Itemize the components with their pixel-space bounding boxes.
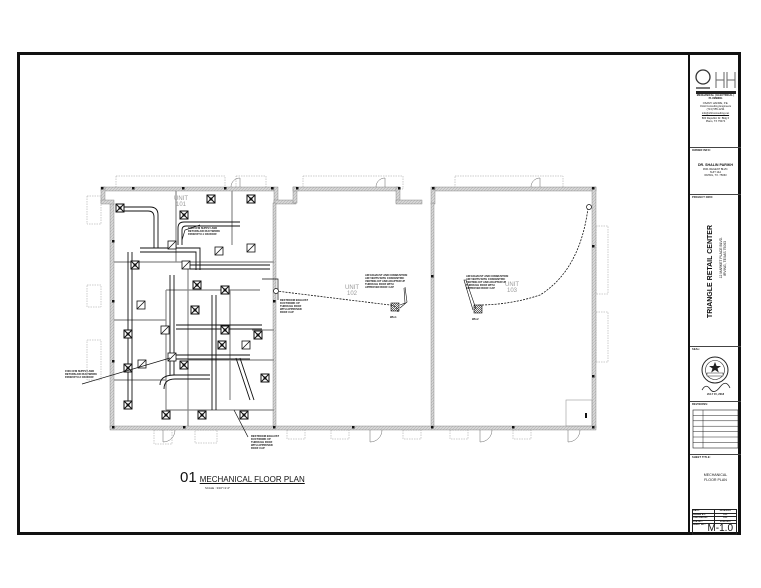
revisions-table	[692, 409, 739, 449]
svg-text:DUCTWORK UP: DUCTWORK UP	[251, 437, 271, 441]
drawn-value: O.H.	[714, 514, 736, 517]
firm-address: 800 Republic Dr. Bldg 6	[701, 116, 730, 120]
sheet-number-label: SHEET NO.:	[693, 524, 706, 526]
firm-engineer: OSAMY HAFIRE, P.E.	[702, 102, 729, 105]
project-label: PROJECT INFO:	[692, 196, 714, 199]
drawn-label: DRAWN BY:	[693, 513, 715, 517]
seal-date: JULY 15, 2018	[706, 393, 725, 396]
drawing-scale: SCALE : 3/16"=1'-0"	[205, 486, 231, 490]
unit-101-label: UNIT	[174, 196, 188, 202]
firm-section: MECHANICAL | ELECTRICAL | PLUMBING OSAMY…	[690, 52, 741, 147]
svg-text:ROOF CAP: ROOF CAP	[251, 446, 265, 450]
svg-text:WH-2: WH-2	[472, 317, 479, 321]
svg-text:THROUGH ROOF WITH: THROUGH ROOF WITH	[365, 282, 394, 286]
sheet-title-section: SHEET TITLE: MECHANICAL FLOOR PLAN	[690, 454, 741, 501]
sheet-info-section: DATE: 02/14/2018 DRAWN BY: O.H. CHECKED …	[690, 501, 741, 535]
revisions-label: REVISIONS:	[692, 403, 708, 406]
svg-text:RESTROOM EXHAUST: RESTROOM EXHAUST	[251, 434, 280, 438]
owner-name: DR. SHALIN PARIKH	[697, 163, 734, 167]
checked-label: CHECKED BY:	[693, 517, 715, 521]
sheet-title-label: SHEET TITLE:	[692, 456, 711, 459]
seal-label: SEAL:	[692, 348, 701, 351]
sheet-title-line2: FLOOR PLAN	[704, 478, 727, 482]
engineer-seal-icon	[701, 356, 731, 392]
svg-text:RETURN AIR DUCTWORK: RETURN AIR DUCTWORK	[188, 229, 220, 233]
svg-text:WITH APPROVED: WITH APPROVED	[251, 443, 273, 447]
firm-city: Plano, TX 75074	[705, 120, 726, 124]
svg-text:THROUGH ROOF: THROUGH ROOF	[251, 440, 273, 444]
unit-103-label: UNIT	[505, 282, 519, 288]
svg-text:DUCTWORK UP: DUCTWORK UP	[280, 301, 300, 305]
svg-text:1500 CFM SUPPLY AND: 1500 CFM SUPPLY AND	[188, 226, 217, 230]
svg-text:1500 CFM SUPPLY AND: 1500 CFM SUPPLY AND	[65, 369, 94, 373]
svg-text:AIR EXHAUST AND COMBUSTION: AIR EXHAUST AND COMBUSTION	[466, 274, 508, 278]
vent-line-103	[477, 207, 589, 306]
svg-text:AIR EXHAUST AND COMBUSTION: AIR EXHAUST AND COMBUSTION	[365, 273, 407, 277]
drawing-number: 01	[180, 469, 197, 486]
firm-disciplines: MECHANICAL | ELECTRICAL | PLUMBING	[696, 94, 735, 101]
drawing-title: 01 MECHANICAL FLOOR PLAN	[180, 470, 305, 485]
job-label: JOB NO.:	[693, 520, 715, 524]
svg-text:APPROVED ROOF CAP: APPROVED ROOF CAP	[365, 285, 394, 289]
svg-text:APPROVED ROOF CAP: APPROVED ROOF CAP	[466, 286, 495, 290]
svg-text:AIR VENTS WITH CONCENTRIC: AIR VENTS WITH CONCENTRIC	[466, 277, 505, 281]
sheet-title-line1: MECHANICAL	[703, 473, 728, 477]
svg-text:WITH APPROVED: WITH APPROVED	[280, 307, 302, 311]
unit-102-label: UNIT	[345, 285, 359, 291]
firm-logo-icon	[695, 69, 736, 94]
svg-text:AIR VENTS WITH CONCENTRIC: AIR VENTS WITH CONCENTRIC	[365, 276, 404, 280]
owner-city: IRVING, TX. 75063	[704, 174, 727, 178]
svg-text:101: 101	[176, 202, 187, 208]
project-name: TRIANGLE RETAIL CENTER	[707, 225, 714, 319]
project-section: PROJECT INFO: TRIANGLE RETAIL CENTER 12 …	[690, 194, 741, 346]
drawing-name: MECHANICAL FLOOR PLAN	[199, 475, 305, 484]
svg-text:ROOF CAP: ROOF CAP	[280, 310, 294, 314]
svg-text:RESTROOM EXHAUST: RESTROOM EXHAUST	[280, 298, 309, 302]
seal-section: SEAL: JULY 15, 2018	[690, 346, 741, 401]
svg-text:103: 103	[507, 288, 518, 294]
svg-text:RETURN AIR DUCTWORK: RETURN AIR DUCTWORK	[65, 372, 97, 376]
owner-address2: SUIT 14A	[709, 171, 722, 175]
firm-phone: (713) 555-1234	[706, 108, 725, 112]
svg-text:102: 102	[347, 291, 358, 297]
svg-text:WH-1: WH-1	[390, 315, 397, 319]
date-label: DATE:	[693, 510, 715, 514]
firm-contact: OSAMY HAFIRE, P.E. OHH Consulting Engine…	[690, 102, 741, 123]
sheet-number: M-1.0	[707, 523, 733, 534]
owner-section: OWNER INFO: DR. SHALIN PARIKH 3601 REGEN…	[690, 147, 741, 194]
svg-text:FROM RTU-1 ON ROOF: FROM RTU-1 ON ROOF	[188, 232, 217, 236]
job-value: 2018-0015	[714, 521, 736, 524]
owner-address1: 3601 REGENT BLVD.	[702, 168, 729, 171]
svg-text:VENTING KIT AND ADAPTER UP: VENTING KIT AND ADAPTER UP	[365, 279, 405, 283]
project-address2: IRVING, TEXAS 75063	[723, 241, 727, 276]
svg-text:THROUGH ROOF WITH: THROUGH ROOF WITH	[466, 283, 495, 287]
svg-text:FROM RTU-2 ON ROOF: FROM RTU-2 ON ROOF	[65, 375, 94, 379]
firm-company: OHH Consulting Engineers	[699, 105, 732, 109]
title-block: MECHANICAL | ELECTRICAL | PLUMBING OSAMY…	[688, 52, 741, 535]
checked-value: O.H.	[714, 517, 736, 521]
svg-text:VENTING KIT AND ADAPTER UP: VENTING KIT AND ADAPTER UP	[466, 280, 506, 284]
revisions-section: REVISIONS:	[690, 401, 741, 454]
date-value: 02/14/2018	[714, 510, 736, 514]
owner-label: OWNER INFO:	[692, 149, 711, 152]
svg-text:THROUGH ROOF: THROUGH ROOF	[280, 304, 302, 308]
firm-email[interactable]: info@ohhconsulting.net	[701, 111, 730, 115]
drawing-sheet-border	[17, 52, 741, 535]
